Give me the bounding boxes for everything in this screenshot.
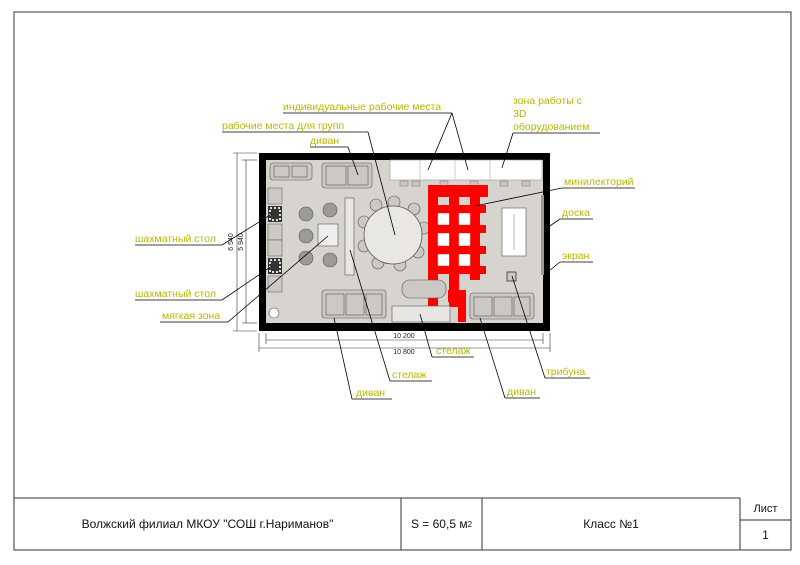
stamp-sheet-number: 1: [740, 520, 791, 550]
label-chess-table-1: шахматный стол: [135, 233, 216, 245]
sheet-label: Лист: [753, 503, 778, 515]
left-side-object: [268, 307, 280, 319]
dim-inner-height: 5 940: [238, 233, 245, 251]
dim-outer-width: 10 800: [393, 349, 415, 356]
label-sofa-bottom-right: диван: [507, 386, 536, 398]
chess-table-1: [268, 206, 282, 222]
label-group-workplaces: рабочие места для групп: [222, 120, 344, 132]
label-shelf-mid: стелаж: [436, 345, 470, 357]
label-chess-table-2: шахматный стол: [135, 288, 216, 300]
label-screen: экран: [562, 250, 590, 262]
label-tribune: трибуна: [546, 366, 585, 378]
title-block: [14, 497, 791, 550]
sofa-bottom-left: [321, 289, 387, 319]
label-sofa-bottom-left: диван: [356, 387, 385, 399]
dim-inner-width: 10 200: [393, 333, 415, 340]
stamp-title: Класс №1: [482, 498, 740, 550]
shelf-vertical: [344, 197, 355, 276]
area-value: S = 60,5 м: [410, 517, 468, 531]
label-3d-zone-line3: оборудованием: [513, 121, 589, 133]
label-3d-zone-line2: 3D: [513, 108, 527, 120]
drawing-title: Класс №1: [583, 517, 639, 531]
sheet-frame: [13, 11, 792, 551]
dim-outer-height: 6 540: [228, 233, 235, 251]
stamp-sheet-label: Лист: [740, 498, 791, 520]
leader-lines: [135, 112, 635, 400]
individual-workplaces: [389, 159, 543, 181]
soft-zone: [298, 202, 338, 268]
tribune: [506, 271, 517, 282]
sofa-top: [321, 162, 373, 189]
group-table: [357, 195, 431, 272]
workplace-chairs: [399, 180, 531, 187]
label-mini-lecture: минилекторий: [564, 176, 634, 188]
armchair-top-left: [269, 162, 313, 181]
area-unit-exponent: 2: [467, 519, 473, 529]
label-sofa-top: диван: [310, 135, 339, 147]
label-individual-workplaces: индивидуальные рабочие места: [283, 101, 441, 113]
sheet-number: 1: [762, 528, 769, 542]
label-soft-zone: мягкая зона: [162, 310, 220, 322]
stamp-organization: Волжский филиал МКОУ "СОШ г.Нариманов": [14, 498, 401, 550]
shelf-bottom: [391, 305, 451, 323]
soft-zone-table: [317, 223, 339, 247]
board: [541, 195, 544, 275]
armchair-mid: [401, 279, 447, 299]
label-shelf-left: стелаж: [392, 369, 426, 381]
organization-name: Волжский филиал МКОУ "СОШ г.Нариманов": [81, 517, 334, 531]
label-3d-zone-line1: зона работы с: [513, 95, 582, 107]
label-board: доска: [562, 207, 590, 219]
chess-table-2: [268, 258, 282, 274]
mini-lecture-seats: [428, 185, 488, 322]
